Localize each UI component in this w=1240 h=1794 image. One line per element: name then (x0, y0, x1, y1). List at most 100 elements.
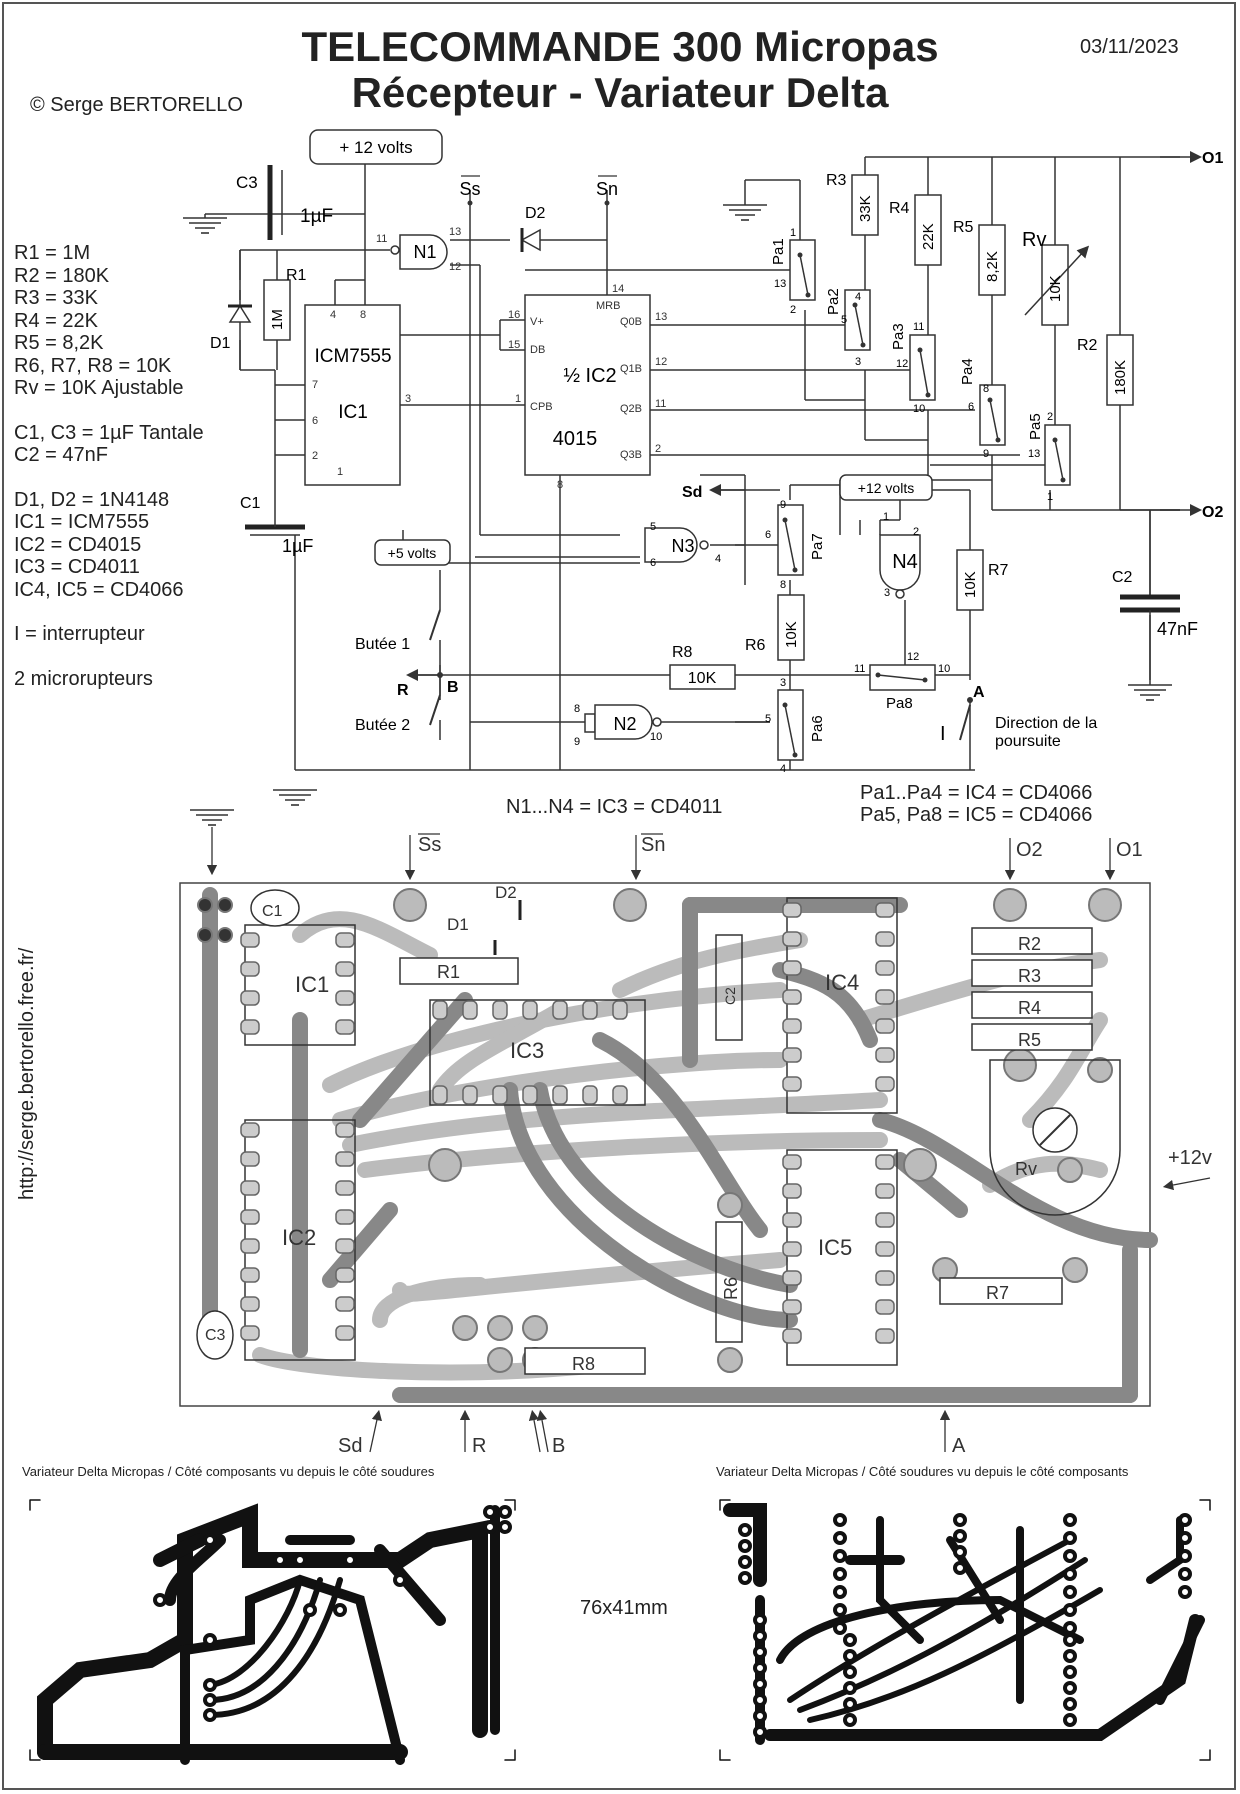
pcb-r6-label: R6 (721, 1277, 741, 1300)
pcb-ic1-label: IC1 (295, 972, 329, 997)
svg-text:C3: C3 (236, 173, 258, 192)
ic2-ref: 4015 (553, 428, 598, 450)
svg-text:5: 5 (650, 521, 656, 533)
pcb-pin-pad (875, 960, 895, 976)
n1-gate (399, 234, 448, 270)
pcb-ic4-label: IC4 (825, 970, 859, 995)
svg-text:4: 4 (715, 553, 721, 565)
solder-pad (833, 1513, 847, 1527)
d2-diode: D2 (520, 205, 546, 252)
pcb-ic3-label: IC3 (510, 1038, 544, 1063)
supply-12v-box (309, 129, 443, 165)
pcb-pin-pad (240, 932, 260, 948)
o2-label: O2 (1202, 504, 1223, 521)
ic2-box (524, 294, 651, 476)
svg-text:16: 16 (508, 309, 520, 321)
svg-text:V+: V+ (530, 316, 544, 328)
rv-potentiometer: 10K Rv (1022, 229, 1090, 326)
pcb-c2-label: C2 (722, 987, 738, 1005)
pcb-conn-a: A (952, 1435, 966, 1457)
svg-text:10K: 10K (962, 571, 979, 598)
pcb-pin-pad (782, 1018, 802, 1034)
svg-text:13: 13 (449, 226, 461, 238)
pcb-conn-o2: O2 (1016, 839, 1043, 861)
pcb-conn-sn: Sn (641, 834, 665, 856)
o1-label: O1 (1202, 150, 1223, 167)
pcb-pin-pad (462, 1000, 478, 1020)
pcb-pin-pad (875, 1183, 895, 1199)
svg-text:Rv: Rv (1022, 229, 1046, 251)
r7-resistor: 10K R7 (956, 549, 1009, 611)
pcb-pin-pad (875, 1241, 895, 1257)
pcb-conn-sd: Sd (338, 1435, 362, 1457)
ground-symbol (189, 809, 235, 826)
pcb-pin-pad (240, 1238, 260, 1254)
svg-text:47nF: 47nF (1157, 619, 1198, 639)
svg-text:8,2K: 8,2K (984, 251, 1001, 282)
solder-pad (833, 1531, 847, 1545)
pcb-pin-pad (335, 961, 355, 977)
pcb-pin-pad (522, 1085, 538, 1105)
copper-solder-side-pads (738, 1513, 1192, 1739)
solder-pad (843, 1713, 857, 1727)
svg-text:13: 13 (655, 311, 667, 323)
d1-diode: D1 (210, 304, 252, 352)
solder-pad (1063, 1713, 1077, 1727)
solder-pad (833, 1585, 847, 1599)
svg-text:1: 1 (1047, 491, 1053, 503)
svg-text:4: 4 (855, 291, 861, 303)
pcb-pin-pad (240, 1209, 260, 1225)
pcb-d2-label: D2 (495, 883, 517, 902)
svg-text:14: 14 (612, 283, 624, 295)
svg-text:1µF: 1µF (300, 206, 333, 227)
pcb-c3-label: C3 (205, 1327, 226, 1344)
pcb-pads (197, 888, 1122, 1373)
svg-text:+12 volts: +12 volts (858, 480, 914, 496)
svg-text:A: A (973, 684, 985, 701)
svg-text:11: 11 (854, 663, 865, 675)
svg-text:poursuite: poursuite (995, 733, 1061, 750)
svg-text:2: 2 (1047, 411, 1053, 423)
parts-list-item: C1, C3 = 1µF Tantale (14, 421, 204, 444)
pa6-switch: Pa6 354 (765, 677, 826, 775)
svg-text:11: 11 (376, 233, 387, 245)
pcb-pin-pad (492, 1000, 508, 1020)
pcb-r4-label: R4 (1018, 998, 1041, 1018)
pcb-ic5-label: IC5 (818, 1235, 852, 1260)
solder-pad (1063, 1697, 1077, 1711)
solder-pad (753, 1613, 767, 1627)
r2-resistor: 180K R2 (1077, 334, 1134, 406)
pcb-pin-pad (582, 1085, 598, 1105)
c1-capacitor: C1 1µF (240, 495, 313, 556)
r8-resistor: 10K R8 (669, 644, 736, 690)
solder-pad (843, 1649, 857, 1663)
svg-text:N2: N2 (613, 714, 636, 734)
date: 03/11/2023 (1080, 36, 1179, 58)
n2-gate (594, 704, 653, 740)
solder-pad (1063, 1621, 1077, 1635)
svg-text:9: 9 (780, 499, 786, 511)
svg-text:12: 12 (449, 261, 461, 273)
svg-text:33K: 33K (857, 195, 874, 222)
svg-text:8: 8 (780, 579, 786, 591)
r6-resistor: 10K R6 (745, 594, 805, 661)
svg-text:1M: 1M (269, 309, 286, 330)
pcb-pin-pad (875, 1018, 895, 1034)
pcb-pin-pad (875, 931, 895, 947)
solder-pad (953, 1545, 967, 1559)
solder-pad (843, 1697, 857, 1711)
pcb-pin-pad (875, 1076, 895, 1092)
sd-label: Sd (682, 484, 702, 501)
sn-label: Sn (596, 179, 618, 199)
pcb-rv-label: Rv (1015, 1159, 1037, 1179)
parts-list-item: C2 = 47nF (14, 444, 108, 466)
pcb-r5-label: R5 (1018, 1030, 1041, 1050)
pcb-conn-r: R (472, 1435, 486, 1457)
solder-pad (1178, 1531, 1192, 1545)
pcb-conn-o1: O1 (1116, 839, 1143, 861)
svg-text:Pa8: Pa8 (886, 695, 913, 712)
svg-text:3: 3 (780, 677, 786, 689)
ic1-box (304, 304, 401, 486)
